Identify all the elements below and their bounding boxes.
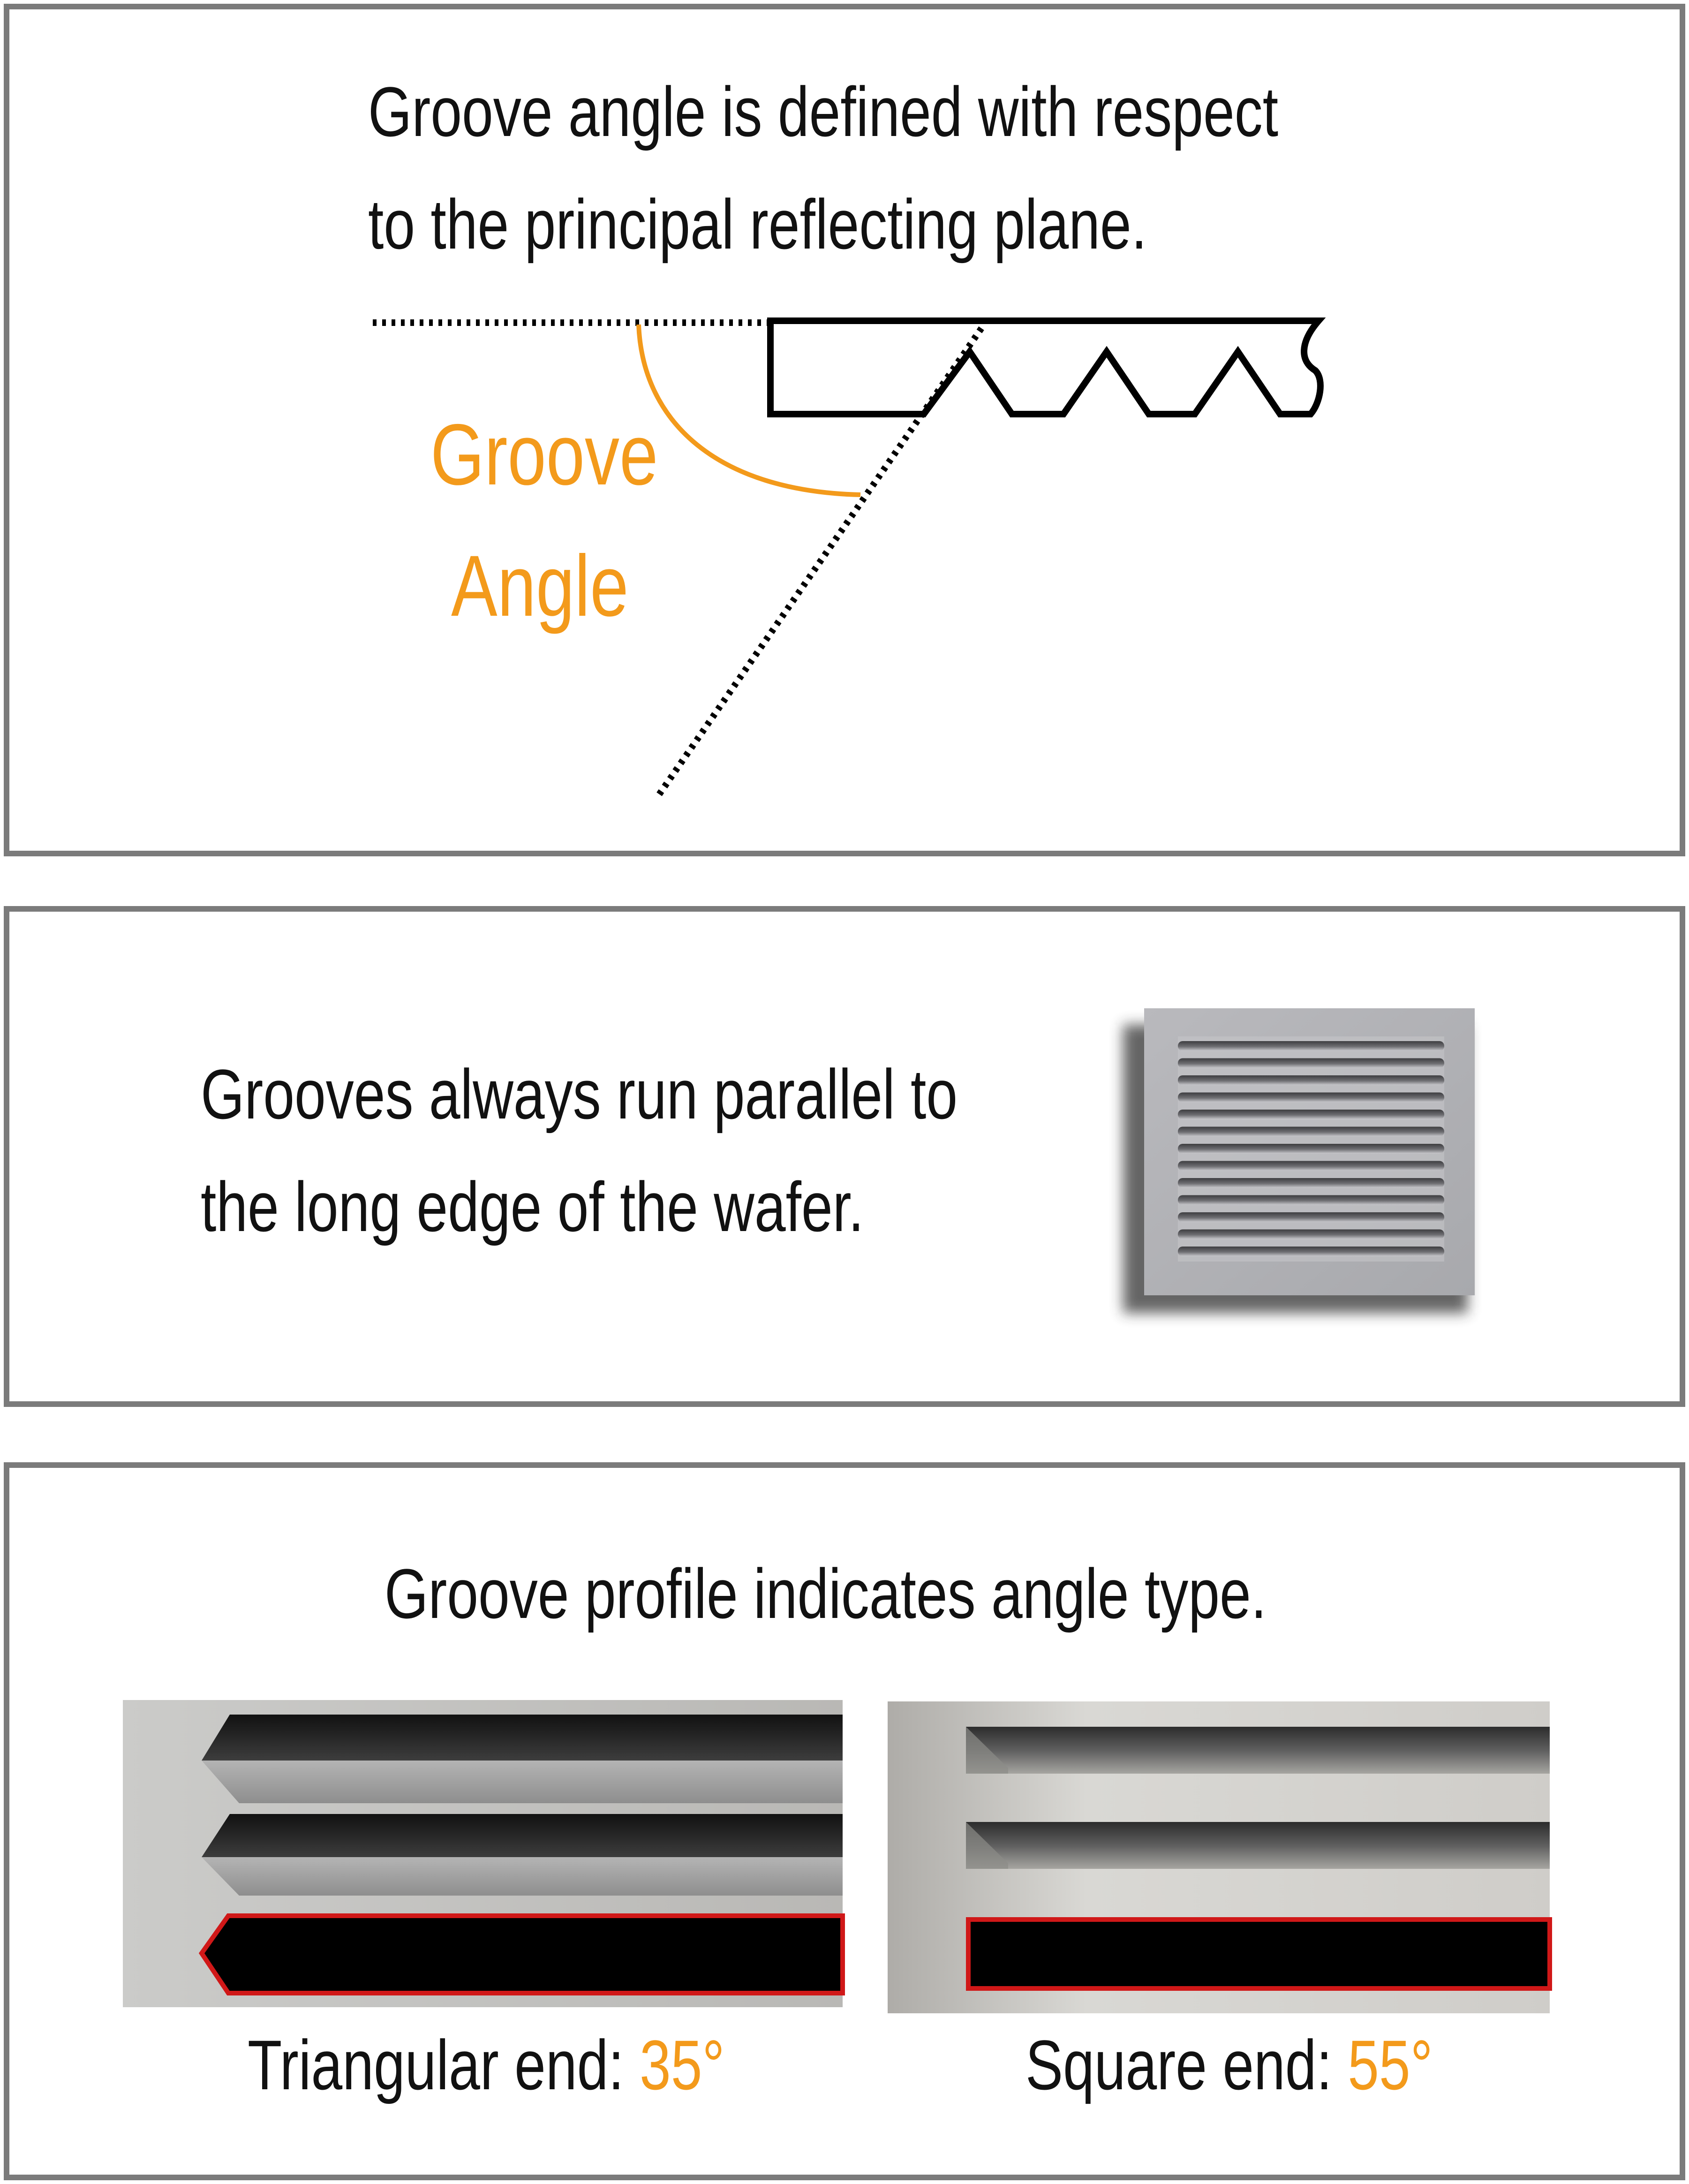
wafer-groove — [1178, 1092, 1444, 1103]
angle-caption-line-2: to the principal reflecting plane. — [368, 185, 1147, 264]
wafer-groove — [1178, 1161, 1444, 1171]
wafer-groove — [1178, 1126, 1444, 1137]
direction-caption-line-2: the long edge of the wafer. — [201, 1167, 864, 1246]
groove-angle-label-line-1: Groove — [430, 407, 658, 503]
triangular-end-label: Triangular end: 35° — [248, 2025, 725, 2104]
triangular-angle-value: 35° — [640, 2025, 725, 2104]
wafer-grooves — [1178, 1041, 1444, 1256]
wafer-illustration — [1123, 1008, 1475, 1313]
square-groove — [966, 1727, 1550, 1774]
groove-angle-label-line-2: Angle — [451, 538, 629, 635]
square-end-label: Square end: 55° — [1025, 2025, 1433, 2104]
groove-direction-panel — [4, 906, 1685, 1407]
wafer-groove — [1178, 1041, 1444, 1051]
wafer-groove — [1178, 1195, 1444, 1205]
angle-caption-line-1: Groove angle is defined with respect — [368, 72, 1279, 151]
square-groove — [966, 1822, 1550, 1869]
wafer-groove — [1178, 1178, 1444, 1188]
groove-angle-arc — [636, 324, 861, 497]
wafer-groove — [1178, 1110, 1444, 1119]
triangular-groove — [202, 1715, 843, 1803]
grating-profile — [767, 317, 1326, 417]
wafer-groove — [1178, 1229, 1444, 1239]
square-angle-value: 55° — [1348, 2025, 1433, 2104]
square-end-profile — [888, 1701, 1552, 2013]
groove-angle-diagram — [373, 317, 1326, 797]
wafer-groove — [1178, 1144, 1444, 1154]
groove-angle-panel — [4, 4, 1685, 856]
groove-facet-line — [656, 326, 984, 797]
direction-caption-line-1: Grooves always run parallel to — [201, 1055, 958, 1134]
wafer-groove — [1178, 1212, 1444, 1222]
profile-caption: Groove profile indicates angle type. — [385, 1554, 1267, 1633]
wafer-groove — [1178, 1075, 1444, 1085]
triangular-end-profile — [123, 1700, 845, 2007]
triangular-groove — [202, 1814, 843, 1896]
wafer-groove — [1178, 1247, 1444, 1256]
wafer-groove — [1178, 1058, 1444, 1068]
highlighted-triangular-groove — [198, 1913, 845, 1995]
highlighted-square-groove — [966, 1917, 1552, 1991]
